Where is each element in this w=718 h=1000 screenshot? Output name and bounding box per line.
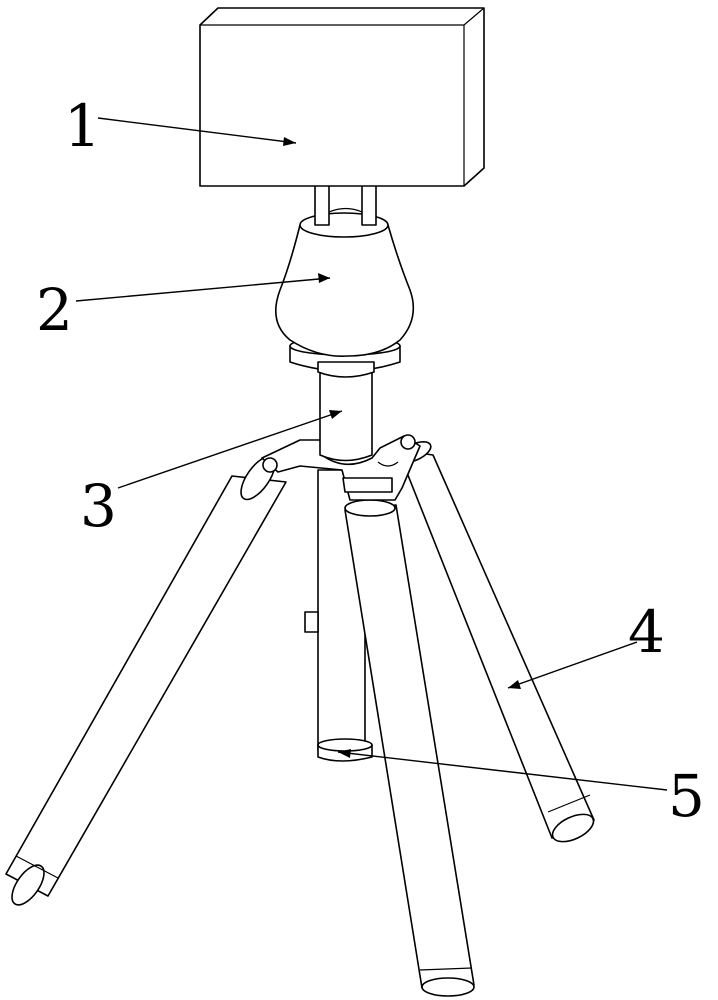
leader-lines bbox=[75, 117, 668, 791]
leg-mount bbox=[261, 434, 421, 501]
ball-head bbox=[274, 212, 415, 357]
label-center-column: 3 bbox=[80, 472, 117, 540]
label-camera-box: 1 bbox=[64, 92, 101, 160]
camera-box bbox=[199, 7, 485, 187]
left-leg bbox=[5, 455, 287, 906]
center-column bbox=[319, 371, 373, 462]
support-posts bbox=[314, 184, 377, 226]
label-ball-head: 2 bbox=[36, 276, 73, 344]
label-tripod-leg: 4 bbox=[628, 598, 665, 666]
front-leg bbox=[344, 499, 475, 997]
label-column-foot: 5 bbox=[668, 762, 705, 830]
